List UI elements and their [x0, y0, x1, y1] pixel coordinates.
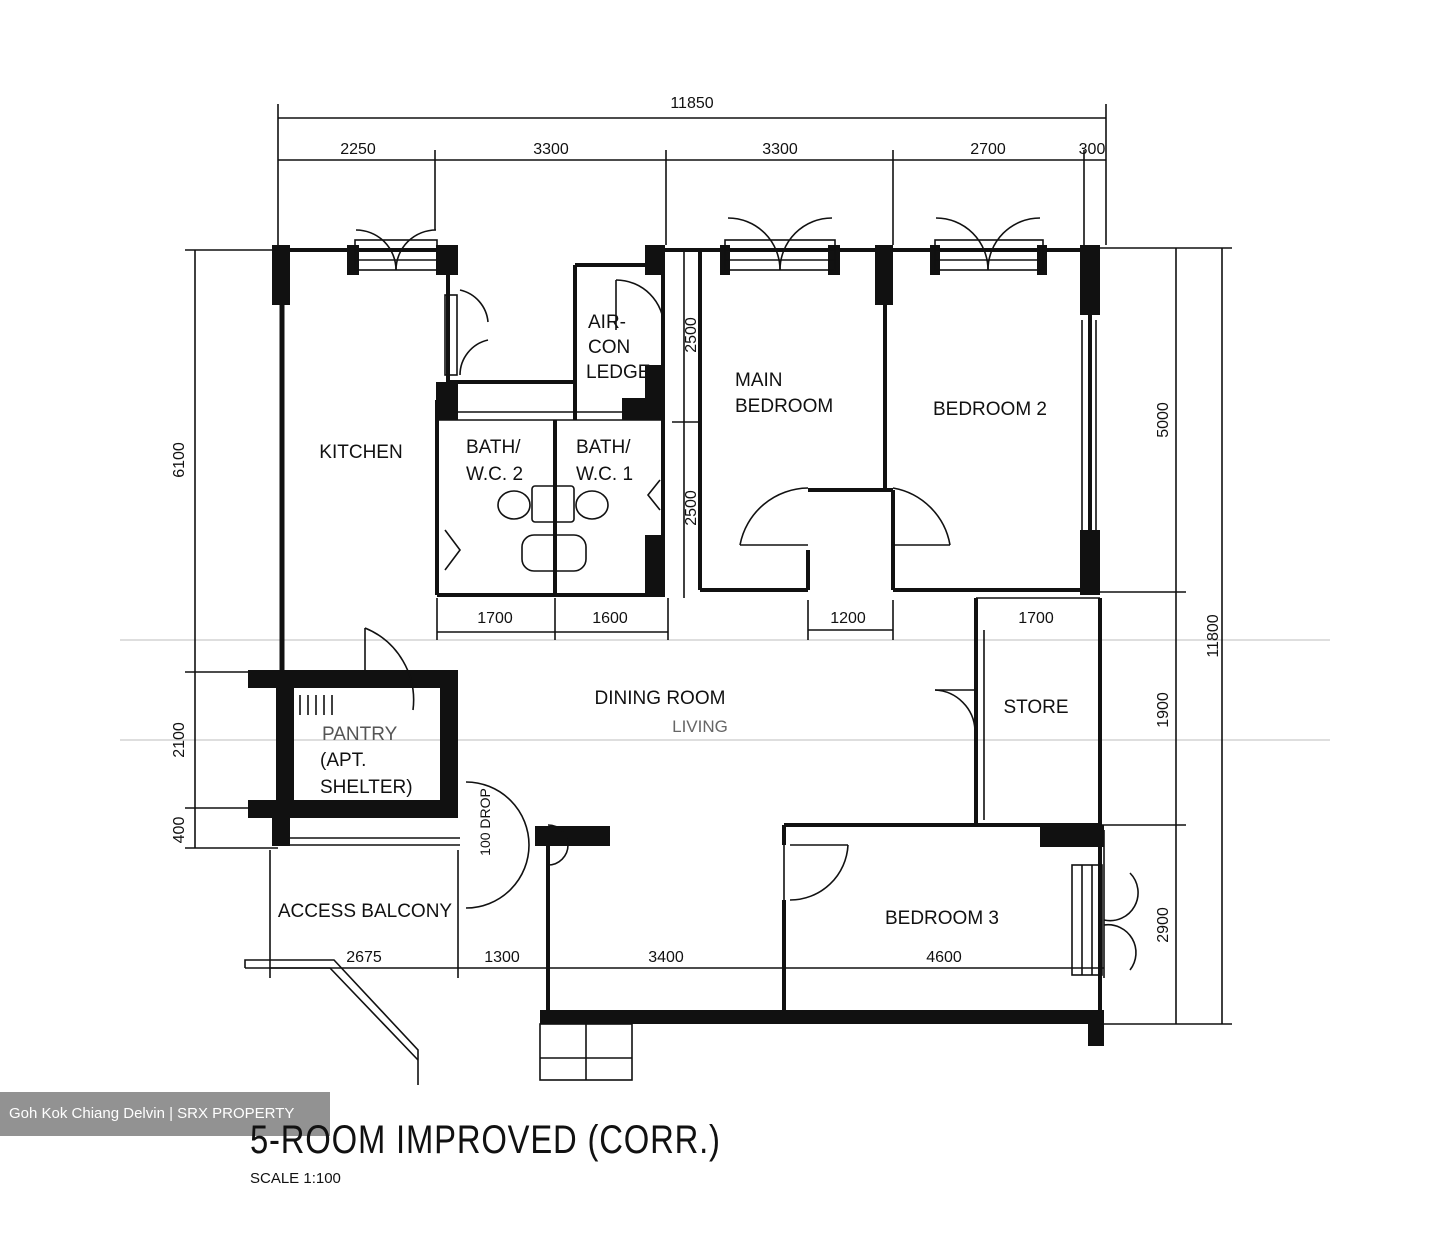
plan-scale: SCALE 1:100: [250, 1170, 341, 1187]
dim-left-3: 400: [171, 817, 188, 844]
dim-left-2: 2100: [171, 722, 188, 758]
room-labels: KITCHEN AIR- CON LEDGE BATH/ W.C. 2 BATH…: [278, 312, 1069, 929]
dim-right-1: 5000: [1155, 402, 1172, 438]
dim-right-outer: 11800: [1205, 614, 1222, 657]
plan-title: 5-ROOM IMPROVED (CORR.): [250, 1118, 721, 1162]
dim-bottom-1: 2675: [346, 949, 382, 966]
dim-store-width: 1700: [1018, 610, 1054, 627]
bath-fixtures: [299, 294, 661, 715]
dim-right-2: 2900: [1155, 907, 1172, 943]
label-shelter-3: SHELTER): [320, 777, 413, 798]
windows: [354, 239, 1103, 1081]
corridor-outline: [244, 959, 419, 1085]
label-bedroom-2: BEDROOM 2: [933, 399, 1047, 420]
label-access-balcony: ACCESS BALCONY: [278, 901, 453, 922]
dim-bottom-4: 4600: [926, 949, 962, 966]
label-bedroom-3: BEDROOM 3: [885, 908, 999, 929]
dim-bottom-2: 1300: [484, 949, 520, 966]
door-swings: [355, 217, 1139, 971]
background-ghosting: [120, 639, 1330, 741]
label-shelter-1: PANTRY: [322, 724, 398, 745]
dim-corridor: 1200: [830, 610, 866, 627]
label-bath2-2: W.C. 2: [466, 464, 523, 485]
label-shelter-2: (APT.: [320, 750, 366, 771]
dim-top-5: 300: [1079, 141, 1106, 158]
label-store: STORE: [1003, 697, 1068, 718]
label-main-bedroom-2: BEDROOM: [735, 396, 833, 417]
label-dining: DINING ROOM: [595, 688, 726, 709]
dimension-lines: [185, 104, 1232, 1025]
dim-top-1: 2250: [340, 141, 376, 158]
dim-drop: 100 DROP: [477, 788, 493, 856]
label-bath2-1: BATH/: [466, 437, 521, 458]
label-living: LIVING: [672, 717, 728, 736]
dimension-labels: 11850 2250 3300 3300 2700 300 6100 2100 …: [171, 95, 1222, 966]
label-main-bedroom-1: MAIN: [735, 370, 783, 391]
label-bath1-1: BATH/: [576, 437, 631, 458]
label-aircon-1: AIR-: [588, 312, 626, 333]
dim-bath-height-1: 2500: [683, 317, 700, 353]
label-bath1-2: W.C. 1: [576, 464, 633, 485]
dim-top-2: 3300: [533, 141, 569, 158]
dim-bath-height-2: 2500: [683, 490, 700, 526]
dim-store-height: 1900: [1155, 692, 1172, 728]
dim-top-4: 2700: [970, 141, 1006, 158]
dim-left-1: 6100: [171, 442, 188, 478]
dim-top-3: 3300: [762, 141, 798, 158]
dim-overall-width: 11850: [670, 95, 713, 112]
label-aircon-3: LEDGE: [586, 362, 650, 383]
dim-bottom-3: 3400: [648, 949, 684, 966]
label-kitchen: KITCHEN: [319, 442, 402, 463]
watermark: Goh Kok Chiang Delvin | SRX PROPERTY: [0, 1092, 330, 1136]
dim-bath1-width: 1600: [592, 610, 628, 627]
dim-bath2-width: 1700: [477, 610, 513, 627]
label-aircon-2: CON: [588, 337, 630, 358]
